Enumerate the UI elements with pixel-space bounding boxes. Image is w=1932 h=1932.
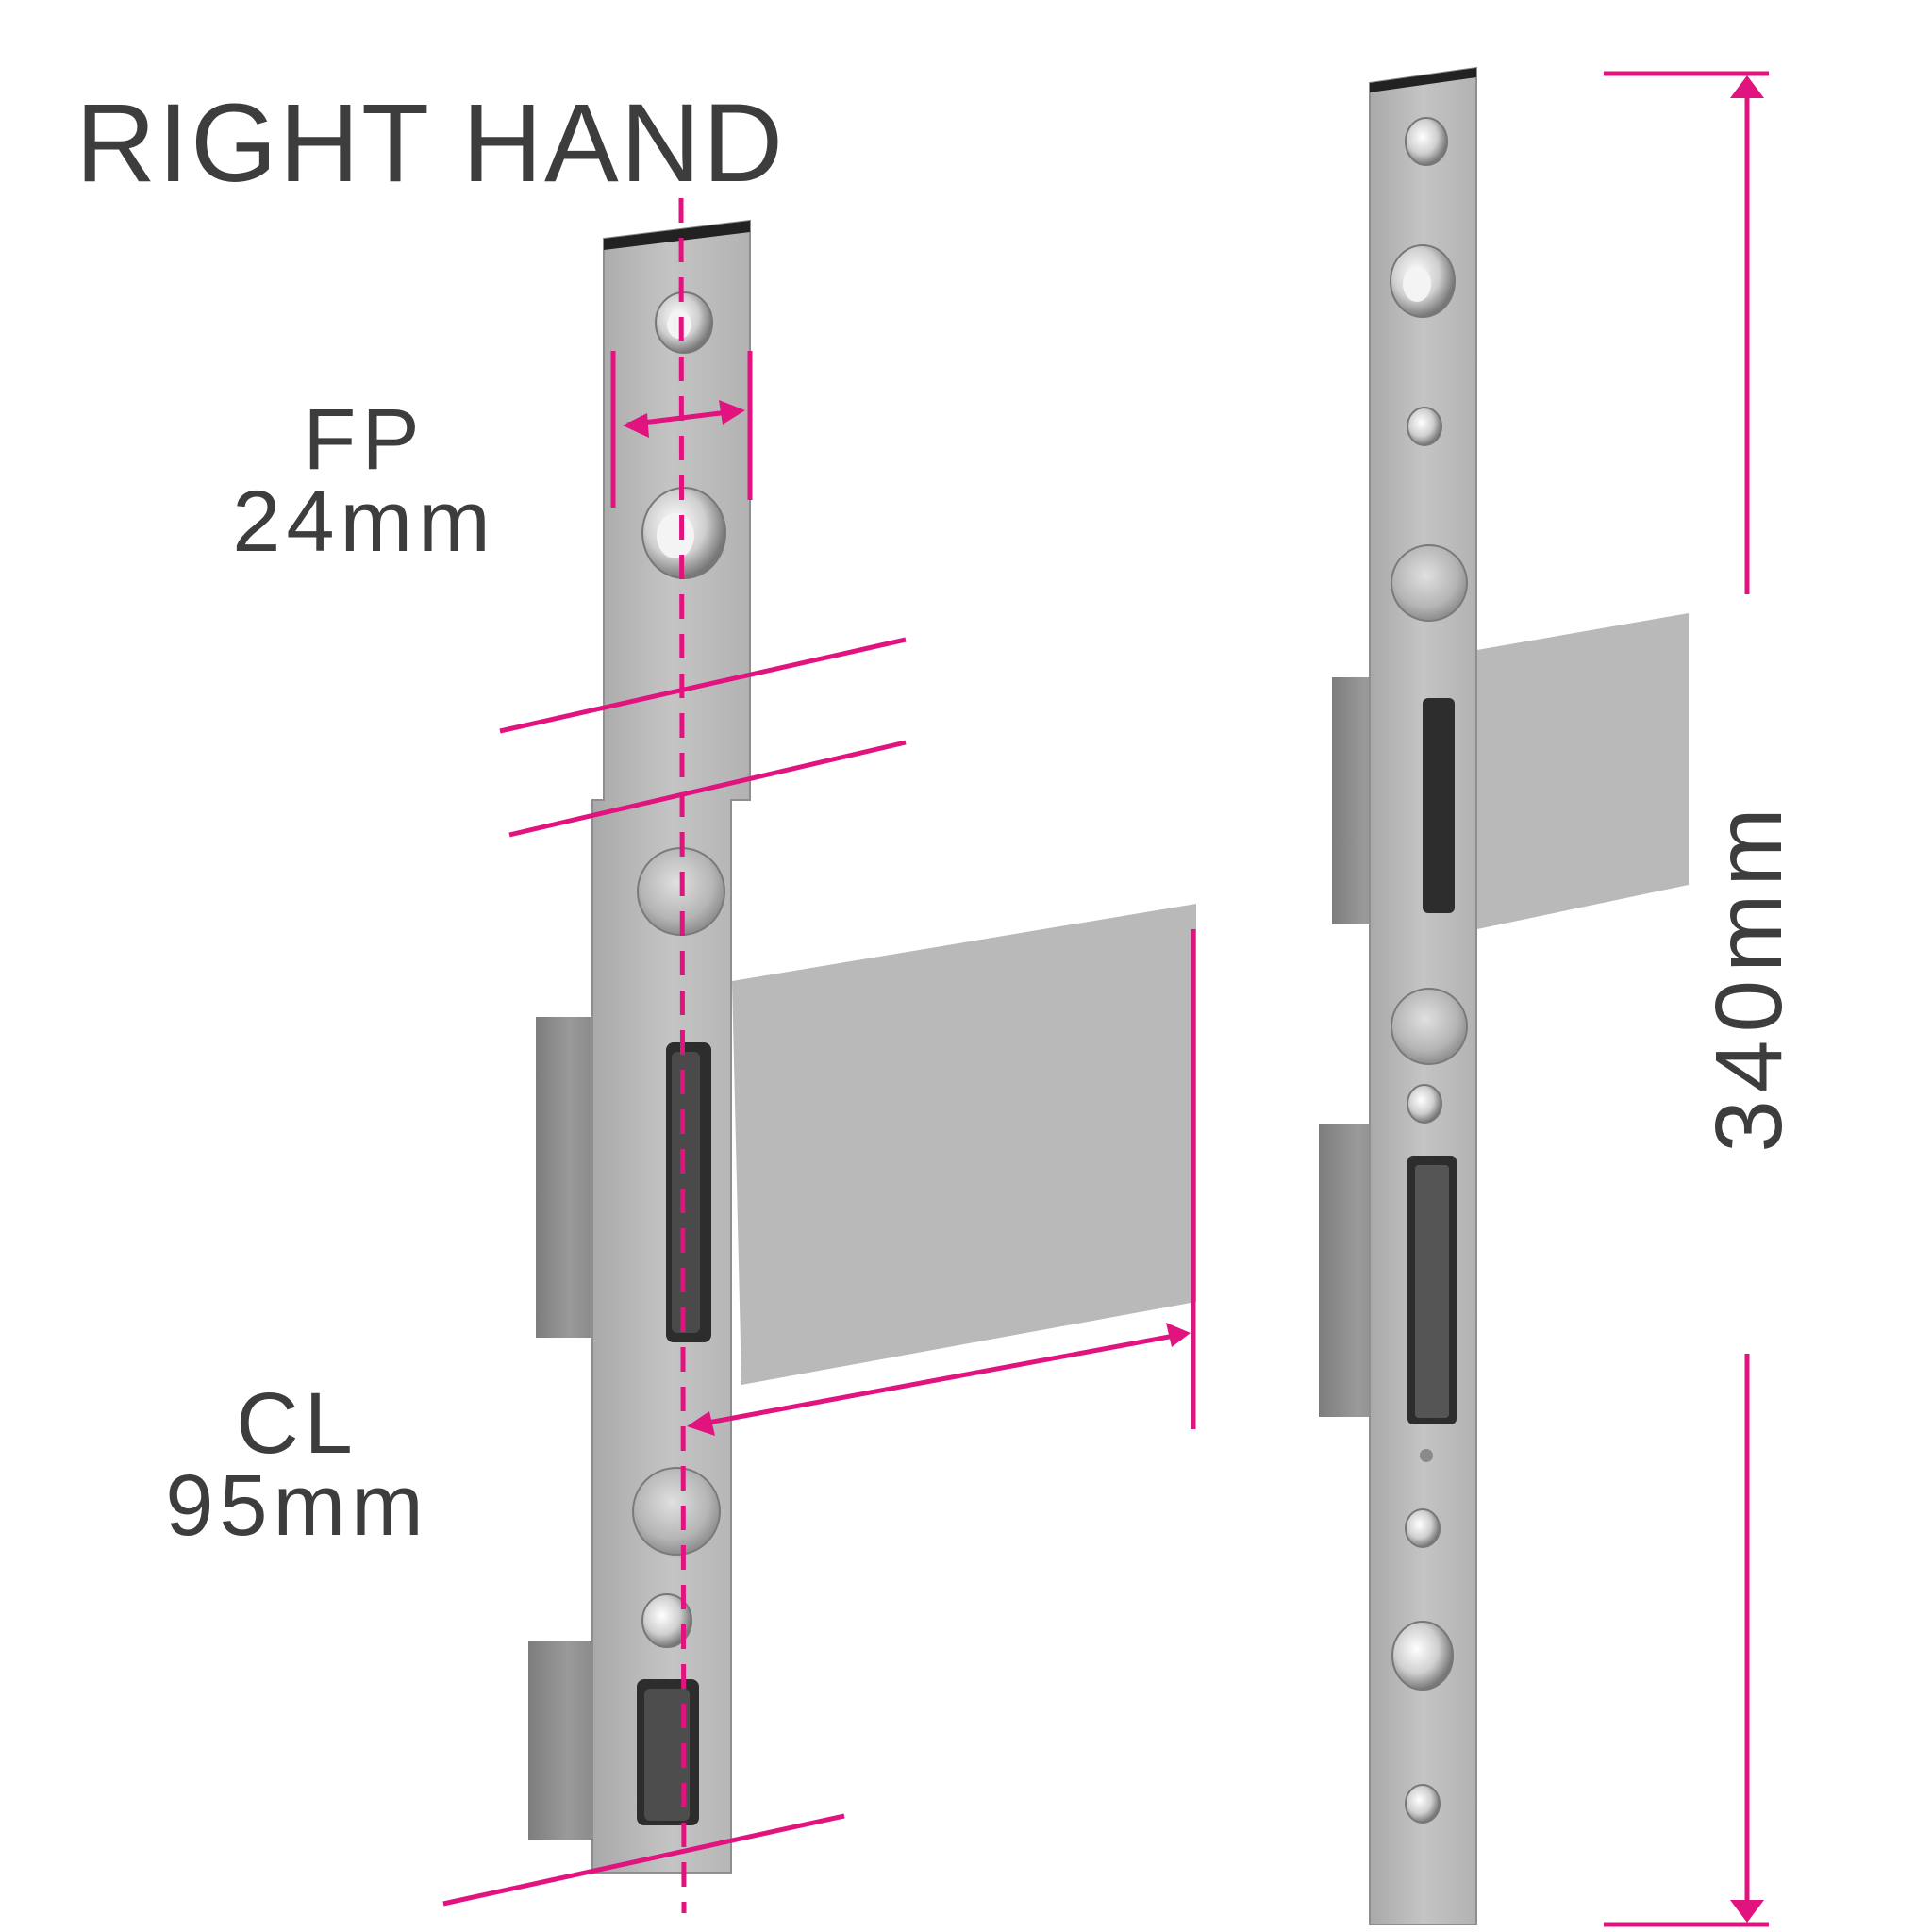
break-line-2 bbox=[508, 740, 907, 838]
right-tis-screw-2 bbox=[1391, 988, 1468, 1065]
cl-arrow-left bbox=[687, 1411, 715, 1436]
dimension-arrows bbox=[623, 75, 1764, 1923]
tis-screw-2 bbox=[632, 1467, 721, 1556]
right-face-plate-top-edge bbox=[1370, 68, 1476, 92]
right-keep bbox=[1319, 66, 1689, 1925]
screw-hole-2-center bbox=[657, 513, 694, 558]
right-hole-4 bbox=[1407, 1084, 1442, 1124]
break-line-1 bbox=[499, 637, 907, 734]
right-tis-screw-1 bbox=[1391, 544, 1468, 622]
break-line-3 bbox=[442, 1813, 845, 1907]
right-hole-3 bbox=[1407, 407, 1442, 446]
keep-box-upper bbox=[536, 1017, 592, 1338]
length-arrow-bottom bbox=[1730, 1900, 1764, 1923]
screw-hole-3 bbox=[641, 1593, 692, 1648]
cl-value: 95mm bbox=[165, 1457, 429, 1554]
right-pin-hole bbox=[1420, 1449, 1433, 1462]
right-strike-tongue bbox=[1472, 613, 1689, 929]
right-hole-6 bbox=[1391, 1621, 1454, 1690]
face-plate-top-edge bbox=[604, 221, 750, 250]
keep-box-lower bbox=[528, 1641, 594, 1840]
fp-arrow-right bbox=[719, 400, 745, 425]
title: RIGHT HAND bbox=[75, 81, 785, 206]
fp-arrow-left bbox=[623, 413, 649, 438]
latch-slot-inner bbox=[672, 1052, 700, 1333]
centre-line bbox=[678, 197, 687, 1914]
strike-tongue bbox=[732, 904, 1196, 1385]
length-value: 340mm bbox=[1696, 800, 1802, 1152]
dimension-lines bbox=[442, 71, 1769, 1927]
right-hole-7 bbox=[1405, 1784, 1441, 1824]
right-slot-lower-inner bbox=[1415, 1165, 1449, 1418]
left-keep bbox=[528, 219, 1196, 1874]
right-slot-upper bbox=[1423, 698, 1455, 913]
length-arrow-top bbox=[1730, 75, 1764, 98]
right-hole-1 bbox=[1405, 117, 1448, 166]
fp-value: 24mm bbox=[232, 474, 496, 570]
cl-arrow-right bbox=[1166, 1323, 1191, 1347]
right-hole-5 bbox=[1405, 1508, 1441, 1548]
bolt-slot-inner bbox=[644, 1689, 690, 1821]
cl-label: CL bbox=[236, 1375, 358, 1472]
fp-label: FP bbox=[303, 391, 425, 488]
cl-arrow-line bbox=[697, 1332, 1180, 1427]
right-hole-2-center bbox=[1403, 266, 1431, 302]
